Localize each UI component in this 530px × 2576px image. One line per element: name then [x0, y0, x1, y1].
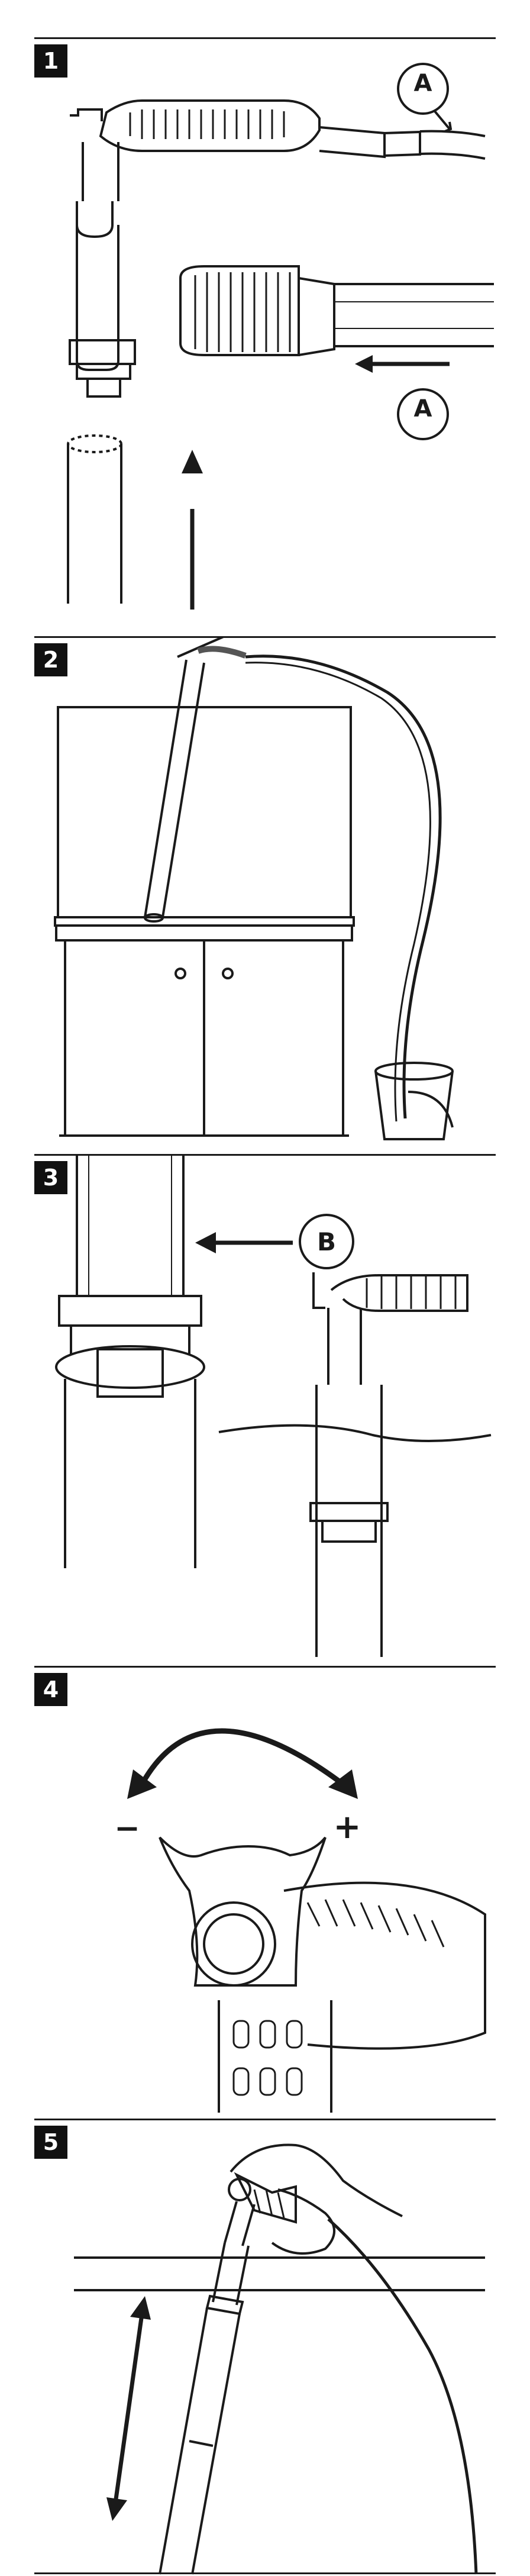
- siphon-in-tank: [144, 636, 442, 1122]
- step-2-divider: [34, 636, 496, 638]
- aquarium-cabinet: [55, 924, 353, 1137]
- tube-closeup: [55, 1154, 205, 1568]
- step-1: 1: [0, 0, 530, 473]
- gravel-cleaner-assembled: [69, 99, 486, 398]
- step-3-number: 3: [34, 1161, 67, 1194]
- callout-b-label: B: [316, 1227, 336, 1256]
- step-5-number: 5: [34, 2126, 67, 2159]
- move-up-down-arrow-icon: [106, 2296, 151, 2521]
- callout-a-bottom-circle: [397, 388, 449, 440]
- step-1-lower-illustration: [67, 473, 195, 610]
- step-4: 4: [0, 1666, 530, 2116]
- step-5-illustration: [74, 2143, 485, 2575]
- step-4-illustration: [127, 1728, 486, 2113]
- step-2: 2: [0, 636, 530, 1151]
- step-1-illustration: [67, 63, 494, 473]
- callout-b-circle: [299, 1214, 354, 1269]
- callout-a-top: [397, 63, 453, 133]
- step-3-divider: [34, 1154, 496, 1156]
- siphon-tube-angled: [159, 2242, 250, 2575]
- adjust-flow-arrow-icon: [127, 1728, 358, 1799]
- aquarium-tank: [54, 706, 355, 927]
- step-5-bottom-divider: [34, 2572, 496, 2574]
- step-3-illustration: [55, 1154, 492, 1657]
- callout-a-top-label: A: [413, 70, 432, 97]
- step-4-divider: [34, 1666, 496, 1668]
- siphon-tube-detached: [67, 434, 122, 473]
- step-1-number: 1: [34, 44, 67, 78]
- arrow-up-icon: [182, 450, 203, 473]
- step-5: 5: [0, 2119, 530, 2576]
- step-5-divider: [34, 2119, 496, 2120]
- arrow-left-icon: [355, 355, 450, 373]
- bucket: [374, 1062, 454, 1140]
- step-3: 3: [0, 1154, 530, 1663]
- step-1-divider: [34, 37, 496, 39]
- step-2-illustration: [54, 636, 454, 1140]
- minus-sign: −: [114, 1811, 140, 1846]
- arrow-left-icon: [195, 1232, 293, 1253]
- plus-sign: +: [333, 1808, 361, 1846]
- callout-a-bottom-label: A: [413, 395, 432, 423]
- handle-detail: [179, 265, 494, 356]
- hand-holding-siphon: [224, 2143, 478, 2575]
- step-4-number: 4: [34, 1673, 67, 1706]
- step-2-number: 2: [34, 643, 67, 676]
- siphon-in-water: [218, 1272, 492, 1657]
- flow-regulator-valve: [159, 1836, 486, 2113]
